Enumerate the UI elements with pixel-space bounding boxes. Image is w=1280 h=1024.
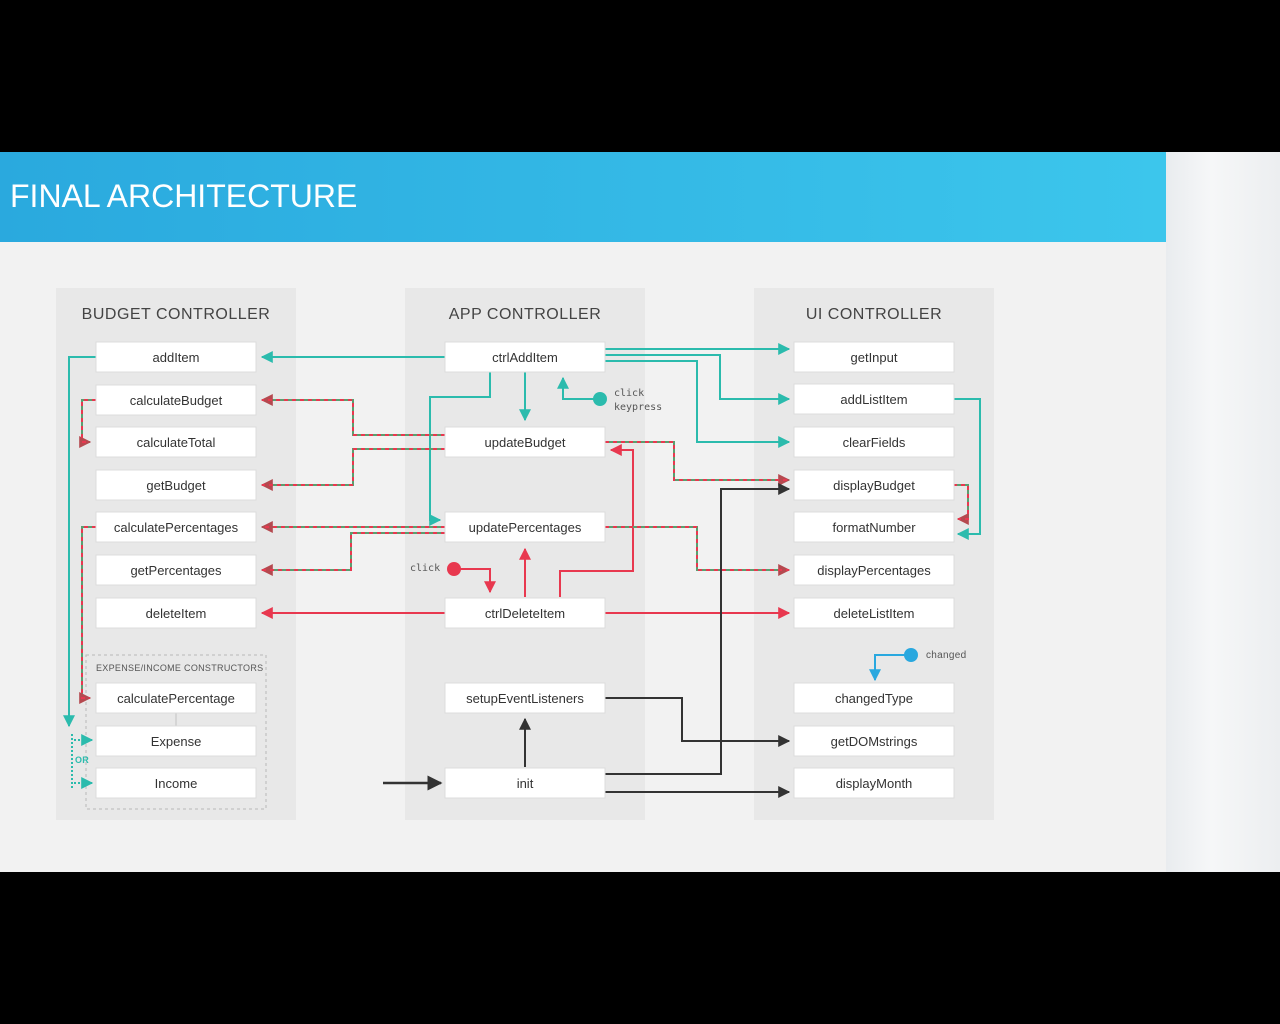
method-getPercentages: getPercentages xyxy=(95,554,257,586)
ui-controller-title: UI CONTROLLER xyxy=(806,306,942,323)
svg-text:calculateBudget: calculateBudget xyxy=(130,393,223,408)
svg-text:ctrlDeleteItem: ctrlDeleteItem xyxy=(485,606,565,621)
svg-text:getPercentages: getPercentages xyxy=(130,563,222,578)
constructor-Income: Income xyxy=(95,767,257,799)
click-keypress-event-dot xyxy=(593,392,607,406)
click-keypress-to-ctrlAddItem-arrow xyxy=(557,376,600,400)
app-controller-title: APP CONTROLLER xyxy=(449,306,602,323)
method-updatePercentages: updatePercentages xyxy=(444,511,606,543)
method-ctrlDeleteItem: ctrlDeleteItem xyxy=(444,597,606,629)
svg-text:calculatePercentage: calculatePercentage xyxy=(117,691,235,706)
ctrlAddItem-to-clearFields-arrow xyxy=(605,360,791,448)
svg-text:formatNumber: formatNumber xyxy=(832,520,916,535)
method-calculatePercentages: calculatePercentages xyxy=(95,511,257,543)
ctrlDeleteItem-to-updateBudget-arrow xyxy=(559,444,634,597)
method-deleteListItem: deleteListItem xyxy=(793,597,955,629)
method-calculateTotal: calculateTotal xyxy=(95,426,257,458)
svg-text:changedType: changedType xyxy=(835,691,913,706)
ui-methods: getInput addListItem clearFields display… xyxy=(793,341,955,799)
changed-to-changedType-arrow xyxy=(869,654,911,682)
svg-text:Expense: Expense xyxy=(151,734,202,749)
budget-methods: addItem calculateBudget calculateTotal g… xyxy=(95,341,257,629)
svg-text:setupEventListeners: setupEventListeners xyxy=(466,691,584,706)
constructor-boxes: calculatePercentage Expense Income xyxy=(95,682,257,799)
method-getInput: getInput xyxy=(793,341,955,373)
delete-click-event-dot xyxy=(447,562,461,576)
changed-event-dot xyxy=(904,648,918,662)
slide: FINAL ARCHITECTURE BUDGET CONTROLLER A xyxy=(0,152,1280,872)
svg-text:calculatePercentages: calculatePercentages xyxy=(114,520,239,535)
method-displayMonth: displayMonth xyxy=(793,767,955,799)
method-displayPercentages: displayPercentages xyxy=(793,554,955,586)
method-addListItem: addListItem xyxy=(793,383,955,415)
method-formatNumber: formatNumber xyxy=(793,511,955,543)
click-event-label: click xyxy=(614,388,644,399)
constructors-group xyxy=(85,654,267,810)
setupEventListeners-to-getDOMstrings-arrow xyxy=(605,697,791,747)
connectors xyxy=(63,343,981,798)
svg-text:updatePercentages: updatePercentages xyxy=(469,520,582,535)
svg-text:displayPercentages: displayPercentages xyxy=(817,563,931,578)
svg-text:displayBudget: displayBudget xyxy=(833,478,915,493)
svg-text:Income: Income xyxy=(155,776,198,791)
constructor-Expense: Expense xyxy=(95,725,257,757)
changed-event-label: changed xyxy=(926,650,966,661)
slide-title: FINAL ARCHITECTURE xyxy=(10,178,358,214)
svg-text:init: init xyxy=(517,776,534,791)
svg-text:deleteListItem: deleteListItem xyxy=(834,606,915,621)
addItem-to-constructors-arrow xyxy=(63,356,96,728)
method-deleteItem: deleteItem xyxy=(95,597,257,629)
method-calculateBudget: calculateBudget xyxy=(95,384,257,416)
title-banner: FINAL ARCHITECTURE xyxy=(0,152,1166,242)
delete-click-to-ctrlDeleteItem-arrow xyxy=(454,568,496,594)
svg-text:displayMonth: displayMonth xyxy=(836,776,913,791)
method-getBudget: getBudget xyxy=(95,469,257,501)
delete-click-event-label: click xyxy=(410,563,440,574)
svg-text:getInput: getInput xyxy=(851,350,898,365)
method-clearFields: clearFields xyxy=(793,426,955,458)
method-getDOMstrings: getDOMstrings xyxy=(793,725,955,757)
svg-text:addItem: addItem xyxy=(153,350,200,365)
svg-text:updateBudget: updateBudget xyxy=(485,435,566,450)
constructors-title: EXPENSE/INCOME CONSTRUCTORS xyxy=(96,663,263,673)
svg-text:calculateTotal: calculateTotal xyxy=(137,435,216,450)
architecture-diagram: BUDGET CONTROLLER APP CONTROLLER UI CONT… xyxy=(56,288,994,820)
method-setupEventListeners: setupEventListeners xyxy=(444,682,606,714)
background-strip xyxy=(1166,152,1280,872)
svg-text:addListItem: addListItem xyxy=(840,392,907,407)
method-addItem: addItem xyxy=(95,341,257,373)
svg-text:ctrlAddItem: ctrlAddItem xyxy=(492,350,558,365)
method-init: init xyxy=(444,767,606,799)
svg-text:getDOMstrings: getDOMstrings xyxy=(831,734,918,749)
method-displayBudget: displayBudget xyxy=(793,469,955,501)
svg-text:clearFields: clearFields xyxy=(843,435,906,450)
method-changedType: changedType xyxy=(793,682,955,714)
ctrlAddItem-to-addListItem-arrow xyxy=(605,354,791,405)
ctrlAddItem-to-updatePercentages-arrow xyxy=(429,372,491,526)
app-methods: ctrlAddItem updateBudget updatePercentag… xyxy=(444,341,606,799)
keypress-event-label: keypress xyxy=(614,402,662,413)
svg-text:getBudget: getBudget xyxy=(146,478,206,493)
addListItem-to-formatNumber-arrow xyxy=(953,398,981,540)
constructor-calculatePercentage: calculatePercentage xyxy=(95,682,257,714)
method-updateBudget: updateBudget xyxy=(444,426,606,458)
init-to-displayBudget-arrow xyxy=(605,483,791,775)
mixed-flow-lines xyxy=(79,394,969,704)
budget-controller-title: BUDGET CONTROLLER xyxy=(82,306,271,323)
or-label: OR xyxy=(75,755,89,765)
svg-text:deleteItem: deleteItem xyxy=(146,606,207,621)
method-ctrlAddItem: ctrlAddItem xyxy=(444,341,606,373)
